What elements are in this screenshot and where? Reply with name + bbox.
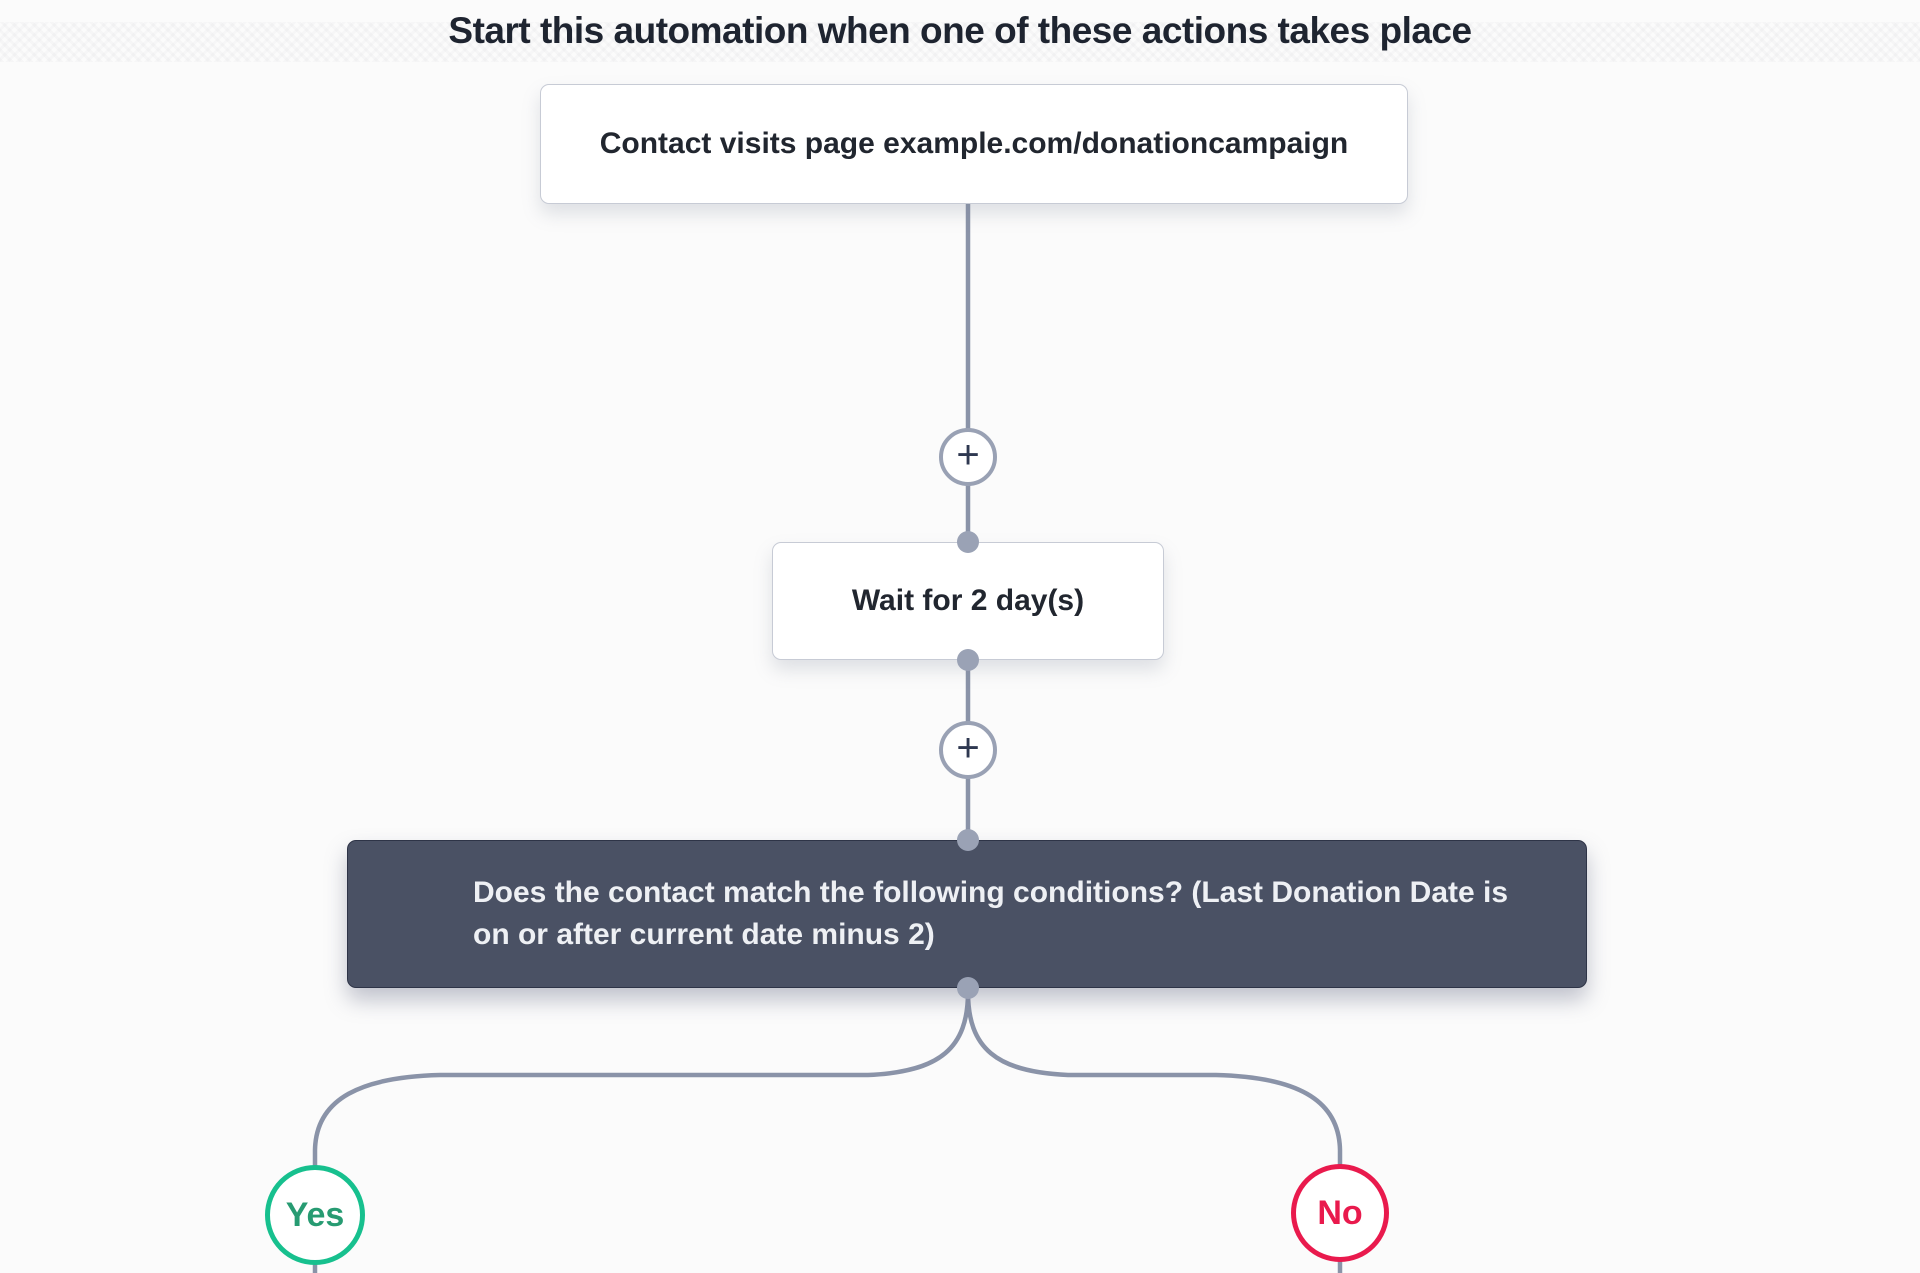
trigger-node-label: Contact visits page example.com/donation… <box>599 127 1349 160</box>
condition-node-label-line2: on or after current date minus 2) <box>473 918 935 951</box>
branch-yes-label: Yes <box>285 1195 345 1234</box>
canvas-top-band <box>0 22 1920 62</box>
add-action-button-2[interactable]: + <box>939 721 997 779</box>
connector-condition-to-no <box>965 989 1343 1171</box>
wait-node-label: Wait for 2 day(s) <box>851 584 1085 617</box>
page-title: Start this automation when one of these … <box>448 10 1472 51</box>
condition-node[interactable]: Does the contact match the following con… <box>347 840 1587 988</box>
branch-no-badge: No <box>1291 1164 1389 1262</box>
add-action-button-1[interactable]: + <box>939 428 997 486</box>
branch-yes-badge: Yes <box>265 1165 365 1265</box>
condition-node-label-line1: Does the contact match the following con… <box>473 876 1509 909</box>
trigger-node[interactable]: Contact visits page example.com/donation… <box>540 84 1408 204</box>
wait-node[interactable]: Wait for 2 day(s) <box>772 542 1164 660</box>
connector-condition-to-yes <box>312 989 971 1173</box>
branch-no-label: No <box>1317 1193 1363 1232</box>
